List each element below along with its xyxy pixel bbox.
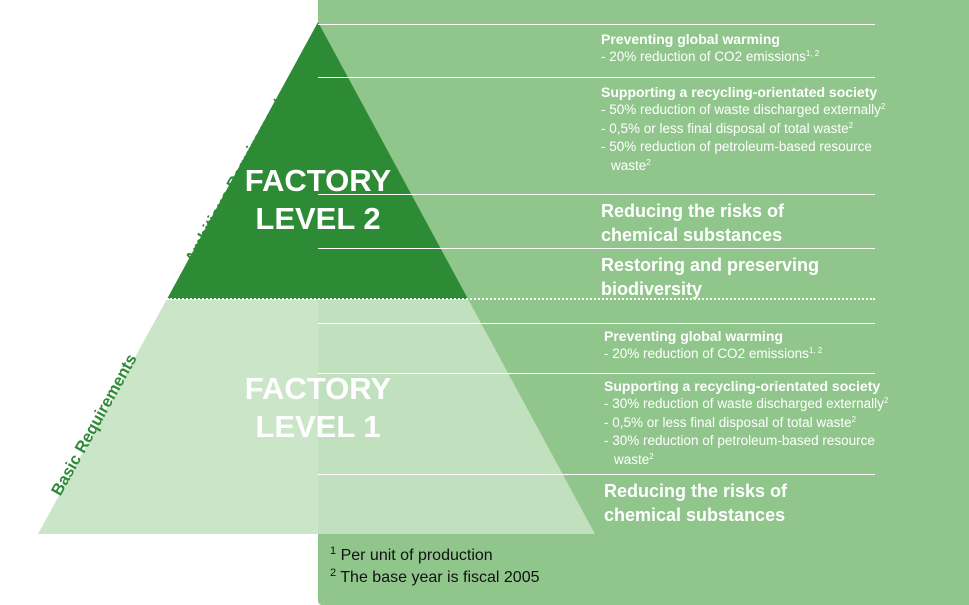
divider-line	[318, 323, 875, 324]
level2-recycling-heading: Supporting a recycling-orientated societ…	[601, 84, 878, 100]
divider-line	[318, 24, 875, 25]
level1-recycling-item1: - 30% reduction of waste discharged exte…	[604, 396, 889, 411]
footnote-1: 1 Per unit of production	[330, 545, 493, 565]
footnotes: 1 Per unit of production 2 The base year…	[330, 545, 540, 589]
level1-recycling-heading: Supporting a recycling-orientated societ…	[604, 378, 881, 394]
level2-recycling-block: Supporting a recycling-orientated societ…	[601, 83, 885, 175]
level1-recycling-block: Supporting a recycling-orientated societ…	[604, 377, 888, 469]
level2-recycling-item1: - 50% reduction of waste discharged exte…	[601, 102, 886, 117]
level2-pyramid-band	[167, 22, 468, 299]
level2-recycling-item3: - 50% reduction of petroleum-based resou…	[601, 139, 872, 154]
level2-warming-block: Preventing global warming - 20% reductio…	[601, 30, 819, 67]
level1-warming-item: - 20% reduction of CO2 emissions1, 2	[604, 346, 823, 361]
level1-title: FACTORY LEVEL 1	[218, 370, 418, 446]
level1-pyramid-band	[38, 299, 595, 534]
divider-line	[318, 248, 875, 249]
level2-warming-item: - 20% reduction of CO2 emissions1, 2	[601, 49, 820, 64]
divider-line	[318, 194, 875, 195]
level1-recycling-item2: - 0,5% or less final disposal of total w…	[604, 414, 857, 430]
level2-biodiversity-text: Restoring and preserving biodiversity	[601, 255, 820, 299]
level1-warming-heading: Preventing global warming	[604, 328, 783, 344]
level-separator-dotted-line	[167, 298, 875, 300]
level2-title: FACTORY LEVEL 2	[218, 162, 418, 238]
level1-warming-block: Preventing global warming - 20% reductio…	[604, 327, 822, 364]
level2-recycling-item3-cont: waste2	[611, 157, 651, 173]
divider-line	[318, 373, 875, 374]
level1-title-line1: FACTORY	[244, 371, 392, 406]
divider-line	[318, 474, 875, 475]
level1-title-line2: LEVEL 1	[255, 409, 381, 444]
footnote-2: 2 The base year is fiscal 2005	[330, 567, 540, 587]
level2-title-line1: FACTORY	[244, 163, 392, 198]
level1-chemical-text: Reducing the risks of chemical substance…	[604, 481, 788, 525]
level2-title-line2: LEVEL 2	[255, 201, 381, 236]
level1-recycling-item3: - 30% reduction of petroleum-based resou…	[604, 433, 875, 448]
level2-chemical-text: Reducing the risks of chemical substance…	[601, 201, 785, 245]
level2-warming-heading: Preventing global warming	[601, 31, 780, 47]
divider-line	[318, 77, 875, 78]
level2-recycling-item2: - 0,5% or less final disposal of total w…	[601, 120, 854, 136]
level1-recycling-item3-cont: waste2	[614, 451, 654, 467]
